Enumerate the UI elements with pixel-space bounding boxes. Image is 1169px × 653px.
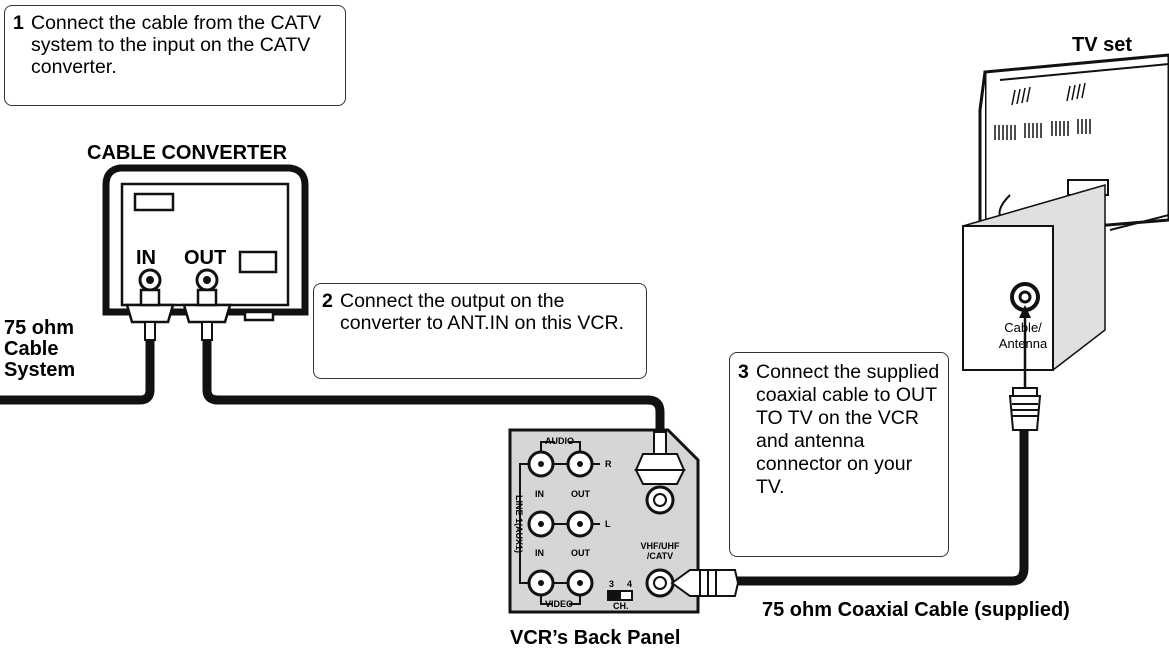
vcr-audio-in-label: IN (535, 489, 544, 499)
cable-converter-drawing (102, 164, 309, 324)
tv-connector-line-2: Antenna (998, 336, 1048, 351)
cable-system-line-3: System (4, 359, 76, 381)
vcr-ch-label: CH. (613, 601, 629, 611)
step-3-callout: 3 Connect the supplied coaxial cable to … (729, 352, 949, 557)
coaxial-cable-label: 75 ohm Coaxial Cable (supplied) (762, 599, 1070, 621)
arrow-up-icon (1019, 305, 1031, 318)
tv-set-title: TV set (1072, 34, 1133, 56)
step-2-callout: 2 Connect the output on the converter to… (313, 283, 647, 379)
step-3-text: Connect the supplied coaxial cable to OU… (756, 361, 940, 498)
vcr-video-label: VIDEO (545, 599, 574, 609)
step-1-number: 1 (13, 12, 24, 34)
cable-system-line-2: Cable (4, 338, 59, 360)
step-2-text: Connect the output on the converter to A… (340, 290, 624, 334)
step-1-callout: 1 Connect the cable from the CATV system… (4, 5, 346, 106)
cable-system-line-1: 75 ohm (4, 317, 75, 339)
tv-connector-label: Cable/ Antenna (988, 320, 1058, 352)
step-1-text: Connect the cable from the CATV system t… (31, 12, 322, 78)
vcr-video-in-label: IN (535, 548, 544, 558)
vcr-video-out-label: OUT (571, 548, 590, 558)
vcr-l-label: L (605, 519, 611, 529)
vcr-audio-label: AUDIO (545, 436, 574, 446)
vcr-ch4-label: 4 (627, 579, 633, 589)
tv-connector-line-1: Cable/ (1004, 320, 1042, 335)
step-3-number: 3 (738, 361, 749, 383)
vcr-back-panel-title: VCR’s Back Panel (510, 627, 681, 649)
vcr-back-panel-drawing (508, 428, 740, 614)
step-2-number: 2 (322, 290, 333, 312)
vcr-vhf-line-2: /CATV (646, 551, 674, 561)
vcr-audio-out-label: OUT (571, 489, 590, 499)
vcr-r-label: R (605, 459, 612, 469)
converter-in-label: IN (136, 247, 156, 269)
vcr-ch3-label: 3 (609, 579, 615, 589)
cable-converter-title: CABLE CONVERTER (87, 142, 288, 164)
vcr-vhf-label: VHF/UHF /CATV (633, 541, 687, 561)
tv-plug (1008, 387, 1042, 431)
tv-set-drawing (978, 53, 1169, 244)
converter-out-label: OUT (184, 247, 227, 269)
vcr-vhf-line-1: VHF/UHF (640, 541, 680, 551)
cables (0, 322, 1029, 586)
vcr-line-label: LINE 1(AUX1) (514, 494, 524, 553)
cable-system-label: 75 ohm Cable System (4, 318, 75, 381)
